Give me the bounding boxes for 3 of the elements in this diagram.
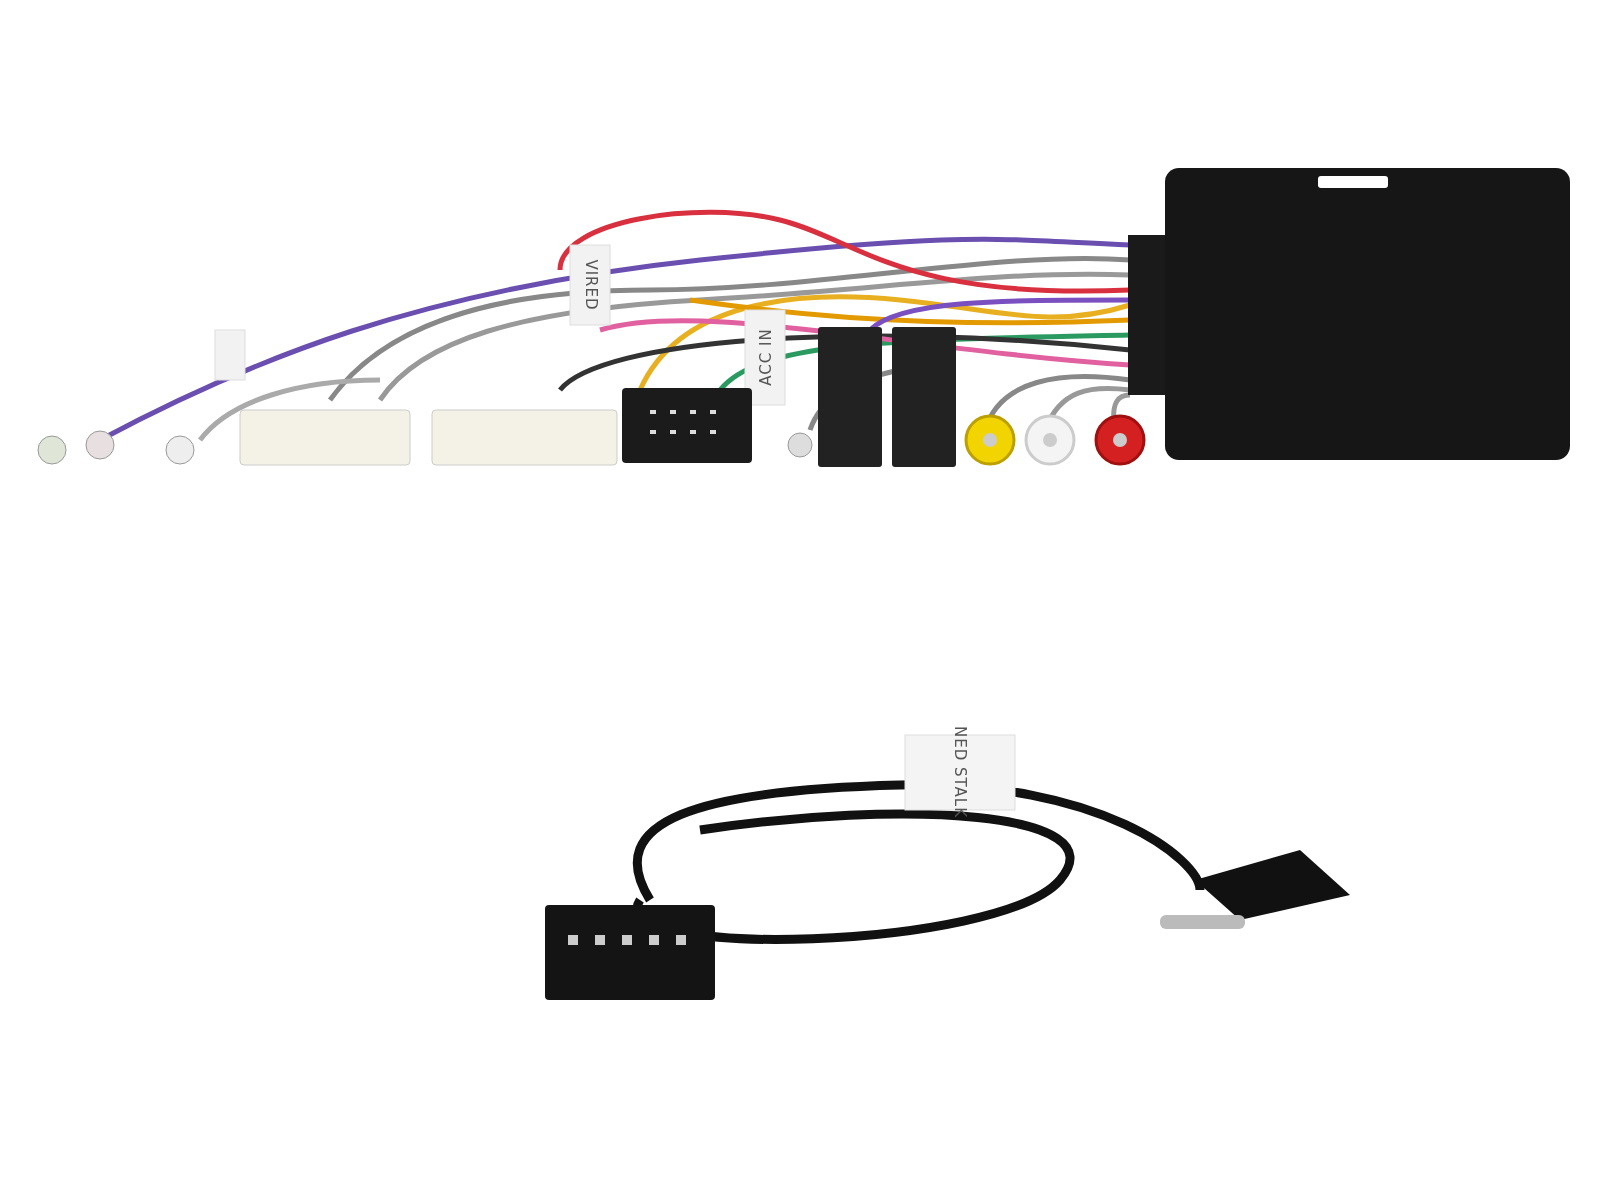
tag-text: ACC IN	[756, 328, 775, 386]
tag-text: NED STALK	[951, 726, 969, 818]
tag-text: VIRED	[581, 259, 600, 311]
